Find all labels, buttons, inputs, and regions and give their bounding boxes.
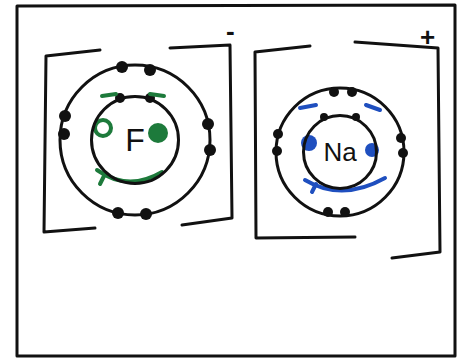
bracket <box>355 42 440 258</box>
ion-charge: + <box>420 24 435 50</box>
element-symbol: F <box>125 124 145 156</box>
electron-shell <box>60 65 210 215</box>
frame <box>17 5 455 356</box>
electrons <box>58 61 408 220</box>
blue-face <box>300 105 385 192</box>
electron-shell <box>276 88 404 216</box>
element-symbol: Na <box>323 139 356 165</box>
nucleus-circle: Na <box>302 114 378 190</box>
ion-charge: - <box>226 18 235 44</box>
nucleus-circle: F <box>90 95 180 185</box>
